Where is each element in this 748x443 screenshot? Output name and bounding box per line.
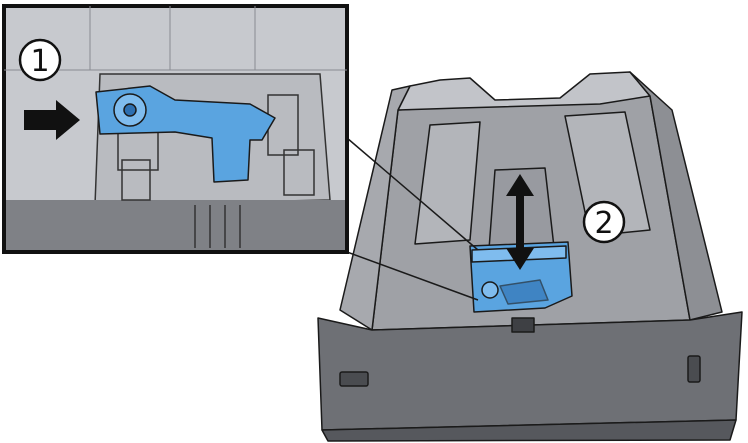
step-1-number: 1 (30, 44, 49, 79)
tray-rib-left (414, 121, 481, 245)
arrow-right-icon (24, 100, 80, 140)
step-2-marker: 2 (582, 200, 626, 244)
tray-handle-left (339, 371, 369, 387)
tray-rib-right (564, 111, 651, 237)
tray-right-wall (629, 71, 723, 321)
step-1-marker: 1 (18, 38, 62, 82)
paper-tray (317, 71, 743, 442)
inset-zoom-view: 1 (2, 4, 349, 254)
tray-front-lip (321, 419, 737, 442)
tray-back-wall (397, 71, 651, 111)
inset-base (6, 200, 345, 250)
double-arrow-vertical-icon (506, 174, 534, 270)
tray-left-wall (339, 85, 411, 331)
tray-center-knob (511, 317, 535, 333)
inset-guide-lever (95, 85, 276, 183)
tray-handle-right (687, 355, 701, 383)
callout-lines (346, 137, 479, 301)
step-2-number: 2 (594, 206, 613, 241)
